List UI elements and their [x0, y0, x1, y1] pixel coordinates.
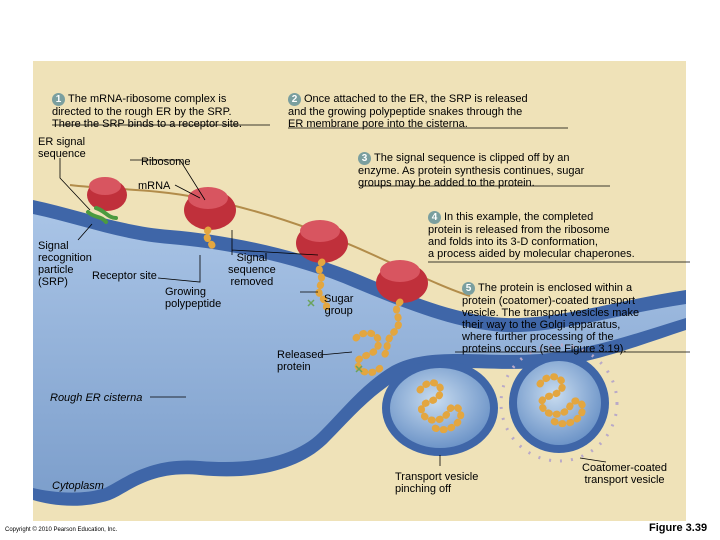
step-1-badge: 1 [52, 93, 65, 106]
label-sugar-group: Sugar group [324, 293, 353, 317]
copyright-notice: Copyright © 2010 Pearson Education, Inc. [5, 527, 117, 534]
step-1-text: The mRNA-ribosome complex is directed to… [52, 93, 242, 130]
label-ribosome: Ribosome [141, 156, 191, 168]
label-er-signal-sequence: ER signal sequence [38, 136, 86, 160]
label-released-protein: Released protein [277, 349, 323, 373]
label-cytoplasm: Cytoplasm [52, 480, 104, 492]
step-4-text: In this example, the completed protein i… [428, 211, 635, 260]
label-coatomer-coated-vesicle: Coatomer-coated transport vesicle [582, 462, 667, 486]
step-5-text: The protein is enclosed within a protein… [462, 282, 639, 355]
step-3-text: The signal sequence is clipped off by an… [358, 152, 584, 189]
figure-number: Figure 3.39 [649, 522, 707, 534]
label-signal-sequence-removed: Signal sequence removed [228, 252, 276, 288]
label-mrna: mRNA [138, 180, 170, 192]
step-5-badge: 5 [462, 282, 475, 295]
label-rough-er-cisterna: Rough ER cisterna [50, 392, 142, 404]
step-3-badge: 3 [358, 152, 371, 165]
label-srp: Signal recognition particle (SRP) [38, 240, 92, 288]
step-2-badge: 2 [288, 93, 301, 106]
step-2-text: Once attached to the ER, the SRP is rele… [288, 93, 528, 130]
label-growing-polypeptide: Growing polypeptide [165, 286, 221, 310]
transport-vesicle-pinching-off [382, 360, 498, 456]
label-transport-vesicle-pinching-off: Transport vesicle pinching off [395, 471, 478, 495]
step-4-badge: 4 [428, 211, 441, 224]
label-receptor-site: Receptor site [92, 270, 157, 282]
